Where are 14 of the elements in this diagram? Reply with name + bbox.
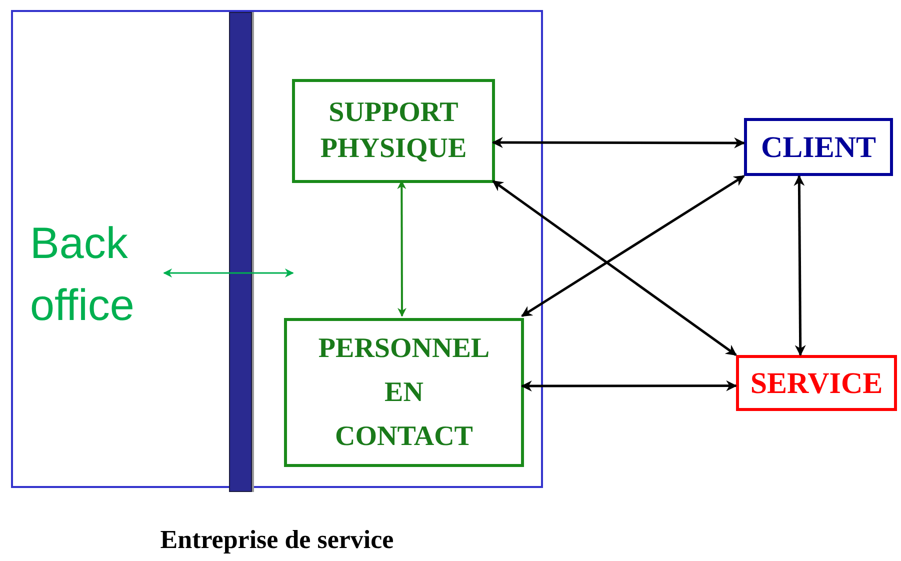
arrow [492,137,746,148]
process-box: SERVICE [736,355,897,411]
divider-bar [229,12,252,492]
arrow [794,174,806,356]
back-office-label: Back office [30,214,166,336]
arrow [397,180,406,317]
process-box: SUPPORT PHYSIQUE [292,79,495,183]
arrow [163,268,294,278]
arrow [520,380,738,392]
node-label: Entreprise de service [159,524,395,556]
arrow [521,174,745,318]
process-box: CLIENT [744,118,893,176]
process-box: PERSONNEL EN CONTACT [284,318,524,467]
arrow [492,180,737,356]
